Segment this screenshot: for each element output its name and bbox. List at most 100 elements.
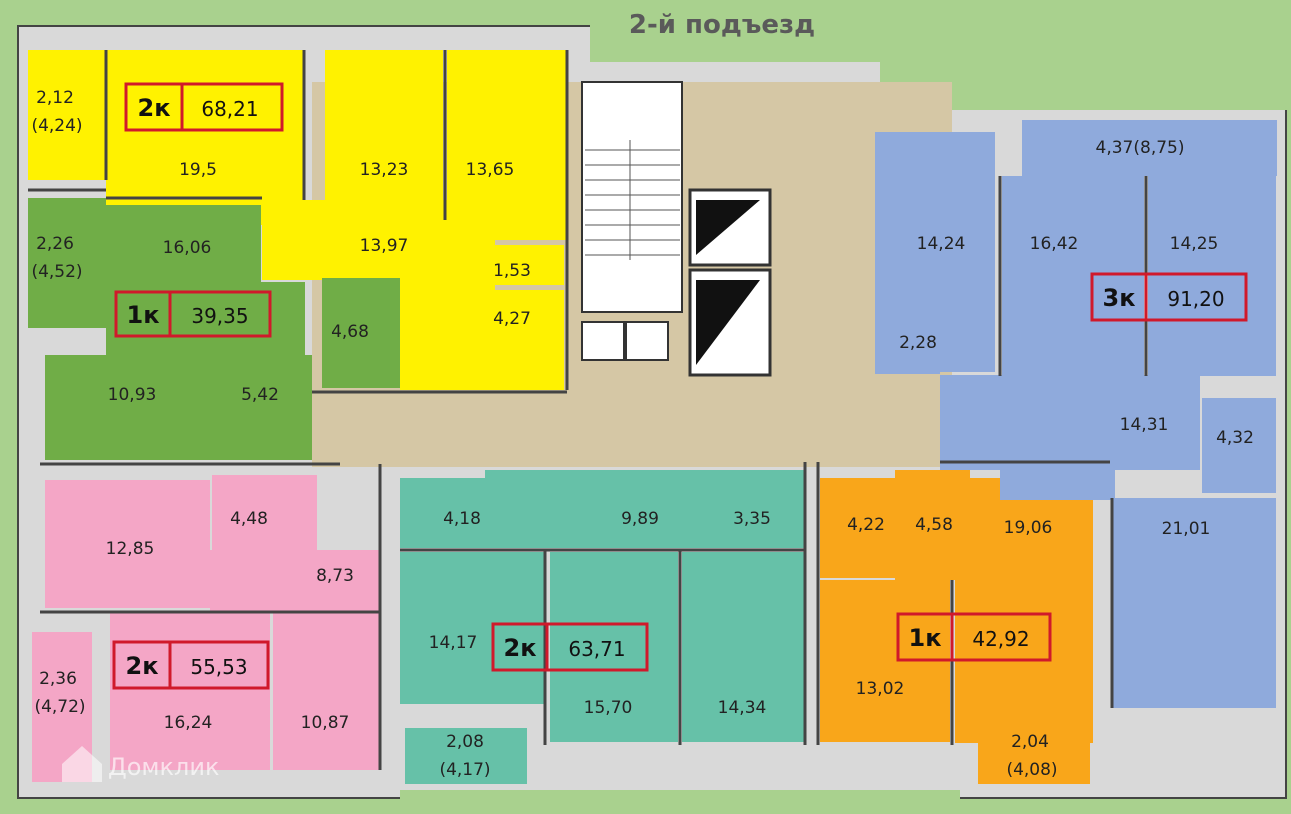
room-area-label: 15,70 <box>584 698 633 718</box>
room-balcony <box>978 728 1090 784</box>
badge-area-box <box>545 622 649 672</box>
building-notch-top-right <box>590 18 880 62</box>
room-area-label: 14,17 <box>429 633 478 653</box>
room-area-label: (4,17) <box>439 760 490 780</box>
room-bath <box>212 475 317 550</box>
watermark-text: Домклик <box>108 753 219 781</box>
room-area-label: 14,24 <box>917 234 966 254</box>
apartment-badge: 2к 55,53 <box>112 640 270 690</box>
room-bedroom <box>273 612 381 770</box>
room-area-label: 4,48 <box>230 509 268 529</box>
badge-area-box <box>950 612 1052 662</box>
room-area-label: 14,25 <box>1170 234 1219 254</box>
badge-area-box <box>168 640 270 690</box>
apartment-type: 2к <box>138 94 171 122</box>
room-area-label: 2,08 <box>446 732 484 752</box>
room-living <box>550 552 678 742</box>
apartment-badge: 3к 91,20 <box>1090 272 1248 322</box>
room-area-label: 16,06 <box>163 238 212 258</box>
room-wc <box>492 245 564 285</box>
room-bedroom <box>325 50 443 220</box>
room-bath <box>492 290 564 390</box>
apartment-badge: 1к 39,35 <box>114 290 272 338</box>
room-area-label: 16,24 <box>164 713 213 733</box>
apartment-area: 39,35 <box>191 304 248 328</box>
apartment-type: 2к <box>126 652 159 680</box>
room-area-label: 2,28 <box>899 333 937 353</box>
room-kitchen <box>45 480 210 608</box>
apartment-area: 42,92 <box>972 627 1029 651</box>
service-room-2 <box>625 321 669 361</box>
room-living <box>106 50 304 225</box>
room-area-label: 4,37(8,75) <box>1096 138 1185 158</box>
room-area-label: 2,04 <box>1011 732 1049 752</box>
apartment-teal[interactable] <box>400 470 805 784</box>
room-area-label: 2,36 <box>39 669 77 689</box>
elevator-1-mark <box>696 200 760 255</box>
apartment-type: 3к <box>1103 284 1136 312</box>
interior-walls <box>28 50 1148 770</box>
room-area-label: 19,06 <box>1004 518 1053 538</box>
room-area-label: 4,32 <box>1216 428 1254 448</box>
room-hall <box>200 282 305 362</box>
apartment-type: 1к <box>127 301 160 329</box>
apartment-type: 2к <box>504 634 537 662</box>
room-area-label: 21,01 <box>1162 519 1211 539</box>
room-area-label: 10,93 <box>108 385 157 405</box>
room-balcony <box>28 50 106 180</box>
room-corridor <box>200 355 312 460</box>
room-hall <box>485 470 805 548</box>
service-room-1 <box>581 321 625 361</box>
room-area-label: 5,42 <box>241 385 279 405</box>
room-area-label: 10,87 <box>301 713 350 733</box>
room-area-label: 1,53 <box>493 261 531 281</box>
room-corridor <box>400 220 495 390</box>
room-area-label: 4,18 <box>443 509 481 529</box>
room-area-label: 4,58 <box>915 515 953 535</box>
watermark: Домклик <box>62 746 219 782</box>
apartment-blue[interactable] <box>875 120 1277 708</box>
room-area-label: 14,34 <box>718 698 767 718</box>
room-living <box>1112 498 1276 708</box>
room-area-label: 4,27 <box>493 309 531 329</box>
room-balcony <box>1022 120 1277 176</box>
room-kitchen <box>45 355 220 460</box>
room-bedroom-2 <box>682 552 804 742</box>
room-area-label: 13,97 <box>360 236 409 256</box>
apartment-type: 1к <box>909 624 942 652</box>
room-area-label: (4,52) <box>31 262 82 282</box>
room-bedroom-2 <box>1148 176 1276 376</box>
stair-steps <box>585 140 680 260</box>
room-living <box>110 612 270 770</box>
room-area-label: 2,12 <box>36 88 74 108</box>
house-icon <box>62 746 102 782</box>
room-area-label: 2,26 <box>36 234 74 254</box>
room-area-label: 14,31 <box>1120 415 1169 435</box>
badge-area-box <box>168 290 272 338</box>
apartment-area: 63,71 <box>568 637 625 661</box>
room-area-label: 13,23 <box>360 160 409 180</box>
elevator-2-mark <box>696 280 760 365</box>
room-area-label: 4,68 <box>331 322 369 342</box>
room-wc <box>875 322 940 374</box>
room-area-label: (4,08) <box>1006 760 1057 780</box>
room-area-label: (4,24) <box>31 116 82 136</box>
apartment-green[interactable] <box>28 198 400 460</box>
room-living <box>955 478 1093 743</box>
room-area-label: 4,22 <box>847 515 885 535</box>
stairwell <box>581 81 683 313</box>
room-hall <box>940 375 1200 470</box>
room-area-label: (4,72) <box>34 697 85 717</box>
apartment-yellow[interactable] <box>28 50 567 390</box>
apartment-area: 68,21 <box>201 97 258 121</box>
apartment-badge: 2к 68,21 <box>124 82 284 132</box>
room-area-label: 19,5 <box>179 160 217 180</box>
room-bath <box>322 278 400 388</box>
building-notch-bottom <box>400 790 960 814</box>
apartment-area: 55,53 <box>190 655 247 679</box>
badge-area-box <box>1144 272 1248 322</box>
room-balcony <box>405 728 527 784</box>
apartment-area: 91,20 <box>1167 287 1224 311</box>
